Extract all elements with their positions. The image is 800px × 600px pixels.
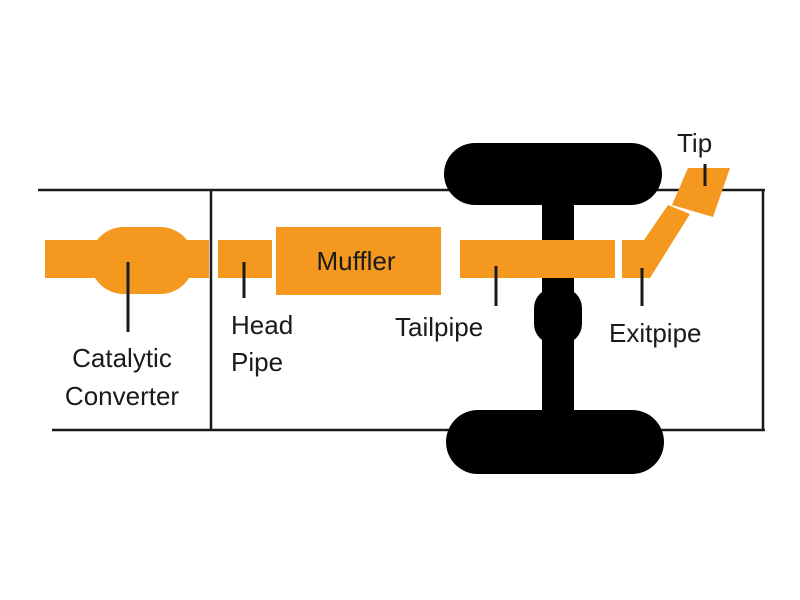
- label-tip: Tip: [677, 128, 712, 158]
- wheel-bottom: [446, 410, 664, 474]
- label-muffler: Muffler: [317, 246, 396, 276]
- differential: [534, 288, 582, 344]
- exitpipe: [622, 205, 690, 278]
- catalytic-converter: [90, 227, 194, 294]
- label-head-pipe-line2: Pipe: [231, 347, 283, 377]
- label-catalytic-converter-line2: Converter: [65, 381, 179, 411]
- label-head-pipe-line1: Head: [231, 310, 293, 340]
- muffler: [276, 227, 441, 295]
- label-tailpipe: Tailpipe: [395, 312, 483, 342]
- labels: Catalytic Converter Head Pipe Muffler Ta…: [65, 128, 712, 411]
- leader-lines: [126, 164, 707, 332]
- rear-axle-assembly: [444, 143, 664, 474]
- tailpipe: [460, 240, 615, 278]
- wheel-top: [444, 143, 662, 205]
- label-catalytic-converter-line1: Catalytic: [72, 343, 172, 373]
- label-exitpipe: Exitpipe: [609, 318, 702, 348]
- tip: [672, 168, 730, 217]
